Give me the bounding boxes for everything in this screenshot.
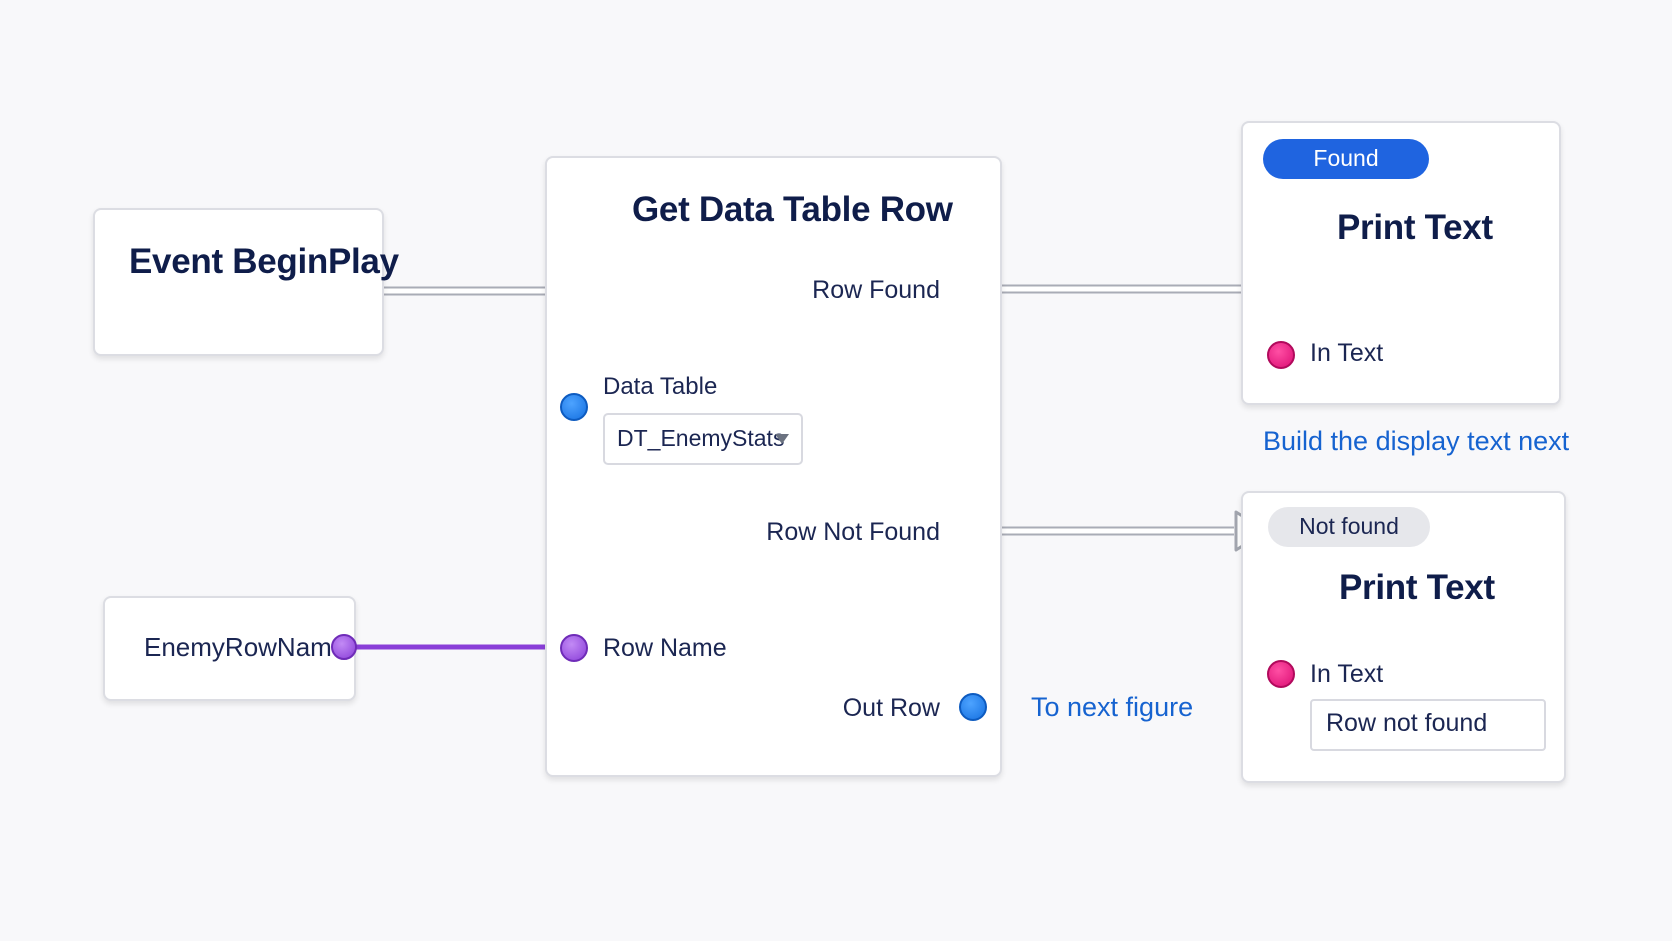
data-table-value: DT_EnemyStats	[617, 425, 785, 451]
out-row-label: Out Row	[842, 694, 940, 722]
event-beginplay-node[interactable]: Event BeginPlay	[93, 208, 399, 356]
enemy-row-name-node[interactable]: EnemyRowName	[103, 596, 356, 701]
enemy-row-name-label: EnemyRowName	[144, 632, 347, 662]
row-found-label: Row Found	[812, 276, 940, 304]
get-data-table-row-title: Get Data Table Row	[632, 190, 953, 229]
build-display-annotation: Build the display text next	[1263, 426, 1570, 456]
row-not-found-label: Row Not Found	[766, 518, 940, 546]
data-table-label: Data Table	[603, 373, 718, 400]
row-name-label: Row Name	[603, 634, 727, 662]
print-text-found-title: Print Text	[1337, 208, 1493, 247]
event-beginplay-title: Event BeginPlay	[129, 242, 399, 281]
out-row-pin[interactable]	[959, 693, 987, 721]
data-table-in-pin[interactable]	[560, 393, 588, 421]
in-text-not-found-input[interactable]: Row not found	[1310, 699, 1546, 751]
found-badge: Found	[1263, 139, 1429, 179]
in-text-found-pin[interactable]	[1267, 341, 1295, 369]
not-found-badge: Not found	[1268, 507, 1430, 547]
in-text-not-found-label: In Text	[1310, 660, 1384, 688]
to-next-figure-annotation: To next figure	[1031, 692, 1194, 722]
in-text-found-label: In Text	[1310, 339, 1384, 367]
chevron-down-icon	[775, 434, 789, 444]
data-table-dropdown[interactable]: DT_EnemyStats	[603, 413, 803, 465]
row-name-in-pin[interactable]	[560, 634, 588, 662]
print-text-not-found-title: Print Text	[1339, 568, 1495, 607]
print-text-not-found-node[interactable]: Not found Print Text In Text Row not fou…	[1241, 491, 1566, 783]
enemy-row-name-out-pin[interactable]	[331, 634, 357, 660]
in-text-not-found-value: Row not found	[1326, 709, 1488, 737]
get-data-table-row-node[interactable]: Get Data Table Row Row Found Data Table …	[545, 156, 1002, 777]
print-text-found-node[interactable]: Found Print Text In Text	[1241, 121, 1561, 405]
in-text-not-found-pin[interactable]	[1267, 660, 1295, 688]
